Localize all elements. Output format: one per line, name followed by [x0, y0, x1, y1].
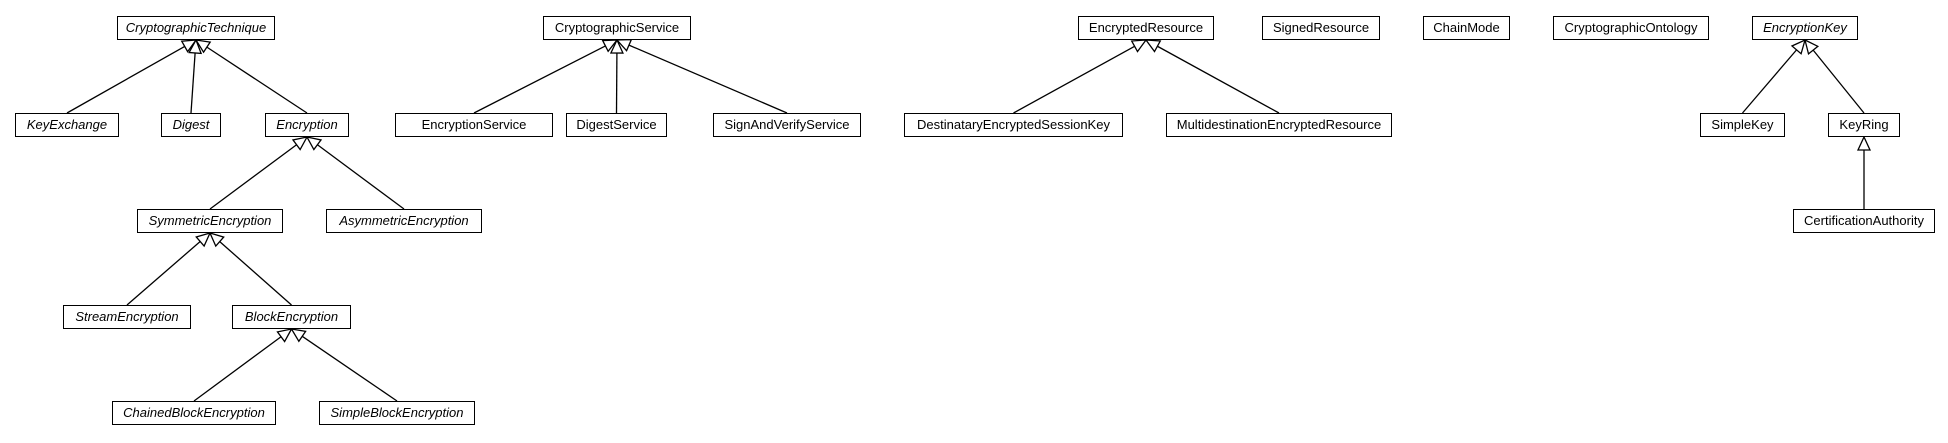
class-encrypted-resource: EncryptedResource: [1078, 16, 1214, 40]
edge-multidestination-encrypted-resource-to-encrypted-resource: [1157, 45, 1280, 114]
class-stream-encryption: StreamEncryption: [63, 305, 191, 329]
edge-asymmetric-encryption-to-encryption: [317, 144, 405, 210]
class-signed-resource: SignedResource: [1262, 16, 1380, 40]
edge-encryption-to-cryptographic-technique: [206, 46, 308, 114]
generalization-arrowhead: [1804, 38, 1820, 56]
generalization-arrowhead: [601, 39, 619, 53]
class-cryptographic-ontology: CryptographicOntology: [1553, 16, 1709, 40]
generalization-arrowhead: [1144, 39, 1162, 53]
edge-key-exchange-to-cryptographic-technique: [66, 45, 186, 114]
class-certification-authority: CertificationAuthority: [1793, 209, 1935, 233]
generalization-arrowhead: [305, 136, 323, 151]
edge-destinatary-encrypted-session-key-to-encrypted-resource: [1013, 45, 1135, 114]
generalization-arrowhead: [208, 231, 225, 248]
class-cryptographic-technique: CryptographicTechnique: [117, 16, 275, 40]
class-encryption-key: EncryptionKey: [1752, 16, 1858, 40]
class-digest-service: DigestService: [566, 113, 667, 137]
class-chained-block-encryption: ChainedBlockEncryption: [112, 401, 276, 425]
generalization-arrowhead: [276, 328, 293, 343]
generalization-arrowhead: [1790, 38, 1807, 55]
class-encryption: Encryption: [265, 113, 349, 137]
class-chain-mode: ChainMode: [1423, 16, 1510, 40]
generalization-arrowhead: [1130, 39, 1148, 53]
class-sign-and-verify-service: SignAndVerifyService: [713, 113, 861, 137]
edge-block-encryption-to-symmetric-encryption: [219, 241, 292, 306]
generalization-arrowhead: [290, 328, 307, 343]
generalization-arrowhead: [180, 39, 198, 53]
generalization-arrowhead: [195, 231, 212, 248]
generalization-arrowhead: [609, 38, 624, 54]
edge-simple-key-to-encryption-key: [1742, 49, 1798, 114]
generalization-arrowhead: [188, 38, 203, 55]
generalization-arrowhead: [194, 39, 212, 54]
edge-key-ring-to-encryption-key: [1812, 49, 1865, 114]
edge-sign-and-verify-service-to-cryptographic-service: [628, 44, 788, 114]
class-key-exchange: KeyExchange: [15, 113, 119, 137]
edge-encryption-service-to-cryptographic-service: [473, 45, 606, 114]
class-asymmetric-encryption: AsymmetricEncryption: [326, 209, 482, 233]
generalization-arrowhead: [1856, 135, 1872, 151]
class-digest: Digest: [161, 113, 221, 137]
class-destinatary-encrypted-session-key: DestinataryEncryptedSessionKey: [904, 113, 1123, 137]
generalization-arrowhead: [291, 136, 309, 151]
class-block-encryption: BlockEncryption: [232, 305, 351, 329]
class-key-ring: KeyRing: [1828, 113, 1900, 137]
edge-chained-block-encryption-to-block-encryption: [193, 336, 282, 402]
class-encryption-service: EncryptionService: [395, 113, 553, 137]
edge-digest-to-cryptographic-technique: [190, 52, 196, 114]
class-symmetric-encryption: SymmetricEncryption: [137, 209, 283, 233]
class-multidestination-encrypted-resource: MultidestinationEncryptedResource: [1166, 113, 1392, 137]
edge-simple-block-encryption-to-block-encryption: [301, 335, 398, 402]
edge-stream-encryption-to-symmetric-encryption: [126, 241, 201, 306]
edge-symmetric-encryption-to-encryption: [209, 144, 297, 210]
class-simple-key: SimpleKey: [1700, 113, 1785, 137]
class-cryptographic-service: CryptographicService: [543, 16, 691, 40]
class-simple-block-encryption: SimpleBlockEncryption: [319, 401, 475, 425]
